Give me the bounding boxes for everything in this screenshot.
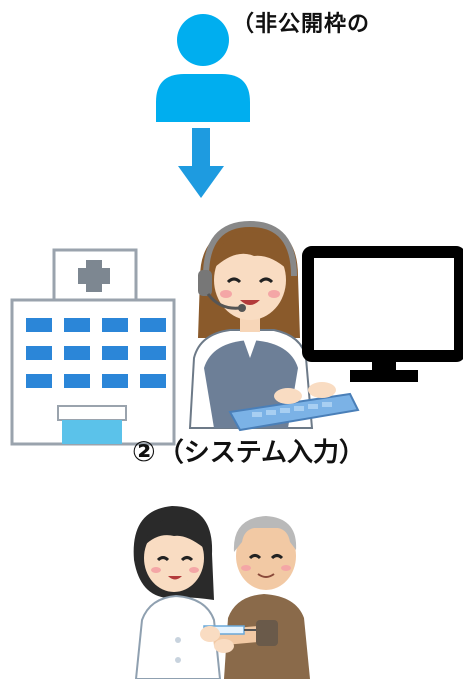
step-number: ② [132,435,156,468]
top-caption: （非公開枠の [232,12,371,37]
person-icon [156,14,250,122]
step-caption: （システム入力） [157,438,365,468]
down-arrow-icon [178,128,224,198]
hospital-icon [10,248,176,446]
step-label: ②（システム入力） [132,432,365,469]
call-operator-icon [188,220,360,432]
monitor-icon [302,246,463,382]
vaccination-icon [133,506,310,679]
